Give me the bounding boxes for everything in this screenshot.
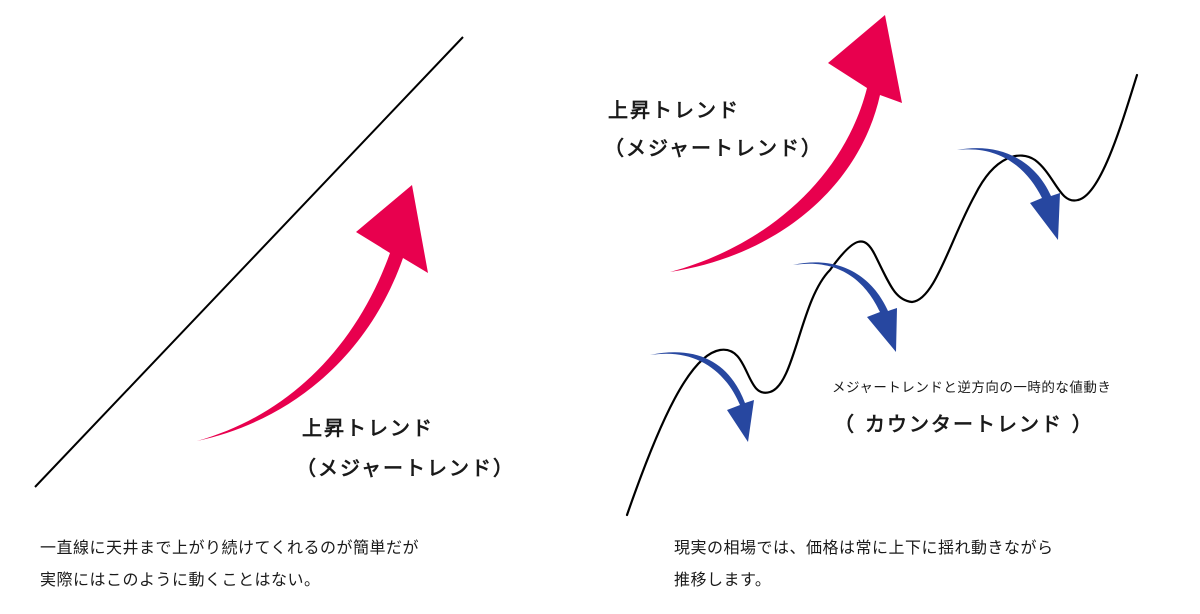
major-trend-arrow-left <box>197 185 428 441</box>
left-caption-line1: 一直線に天井まで上がり続けてくれるのが簡単だが <box>40 538 420 557</box>
right-trend-sublabel: （メジャートレンド） <box>604 136 823 160</box>
left-caption-line2: 実際にはこのように動くことはない。 <box>40 570 321 589</box>
right-caption-line2: 推移します。 <box>674 570 772 589</box>
counter-trend-label: （ カウンタートレンド ） <box>834 412 1094 436</box>
left-trend-label: 上昇トレンド <box>302 416 434 440</box>
left-trend-sublabel: （メジャートレンド） <box>296 456 515 480</box>
wavy-price-line <box>625 73 1139 517</box>
straight-price-line <box>34 36 464 488</box>
major-trend-arrow-right <box>670 15 902 272</box>
counter-trend-arrow-1 <box>650 352 754 442</box>
right-caption-line1: 現実の相場では、価格は常に上下に揺れ動きながら <box>674 538 1054 557</box>
counter-trend-arrows <box>650 148 1060 442</box>
right-trend-label: 上昇トレンド <box>608 98 740 122</box>
counter-trend-note: メジャートレンドと逆方向の一時的な値動き <box>832 380 1112 396</box>
counter-trend-arrow-3 <box>957 148 1060 240</box>
